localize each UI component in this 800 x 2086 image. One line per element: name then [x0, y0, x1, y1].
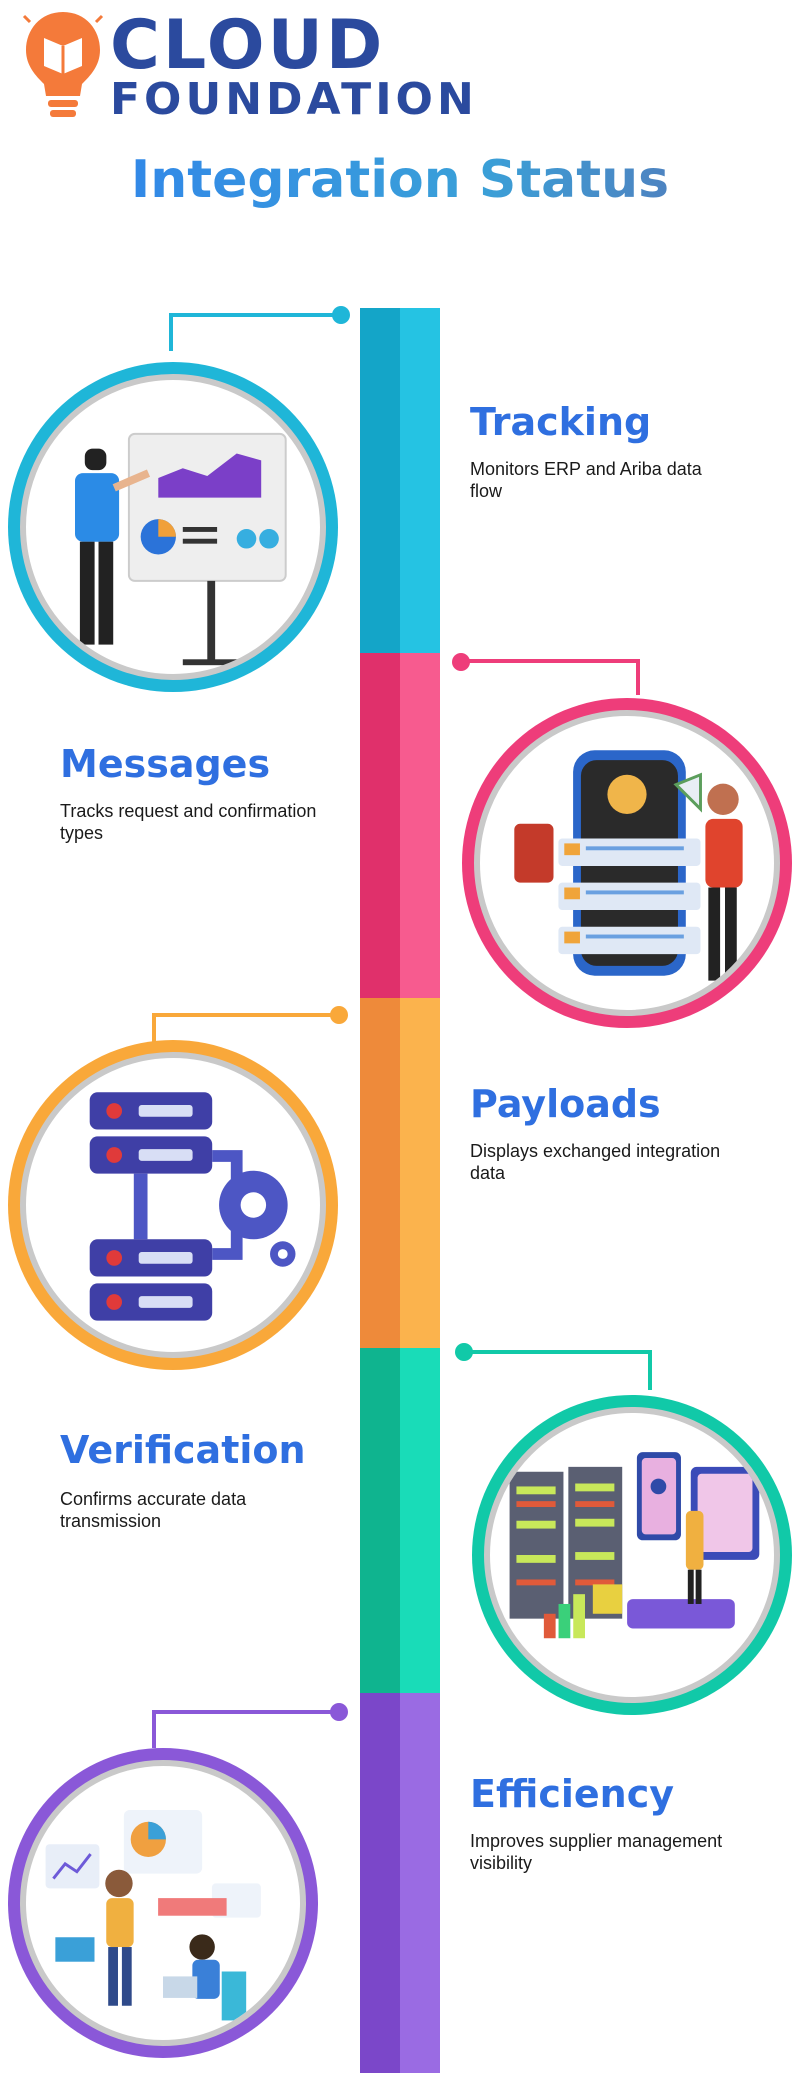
step-desc-efficiency: Improves supplier management visibility	[470, 1831, 723, 1873]
page-title: Integration Status	[0, 150, 800, 210]
verification-illustration	[472, 1395, 792, 1715]
efficiency-illustration	[8, 1748, 318, 2058]
presentation-chart-icon	[75, 432, 287, 666]
timeline-segment-messages	[360, 653, 440, 1008]
payloads-connector-dot	[330, 1006, 348, 1024]
efficiency-connector	[152, 1710, 338, 1748]
tracking-connector	[169, 313, 346, 351]
step-desc-tracking: Monitors ERP and Ariba data flow	[470, 459, 702, 501]
timeline-segment-payloads	[360, 998, 440, 1353]
step-title-efficiency: Efficiency	[470, 1772, 675, 1816]
timeline-bar	[360, 308, 440, 2073]
data-center-icon	[509, 1452, 760, 1639]
step-desc-messages: Tracks request and confirmation types	[60, 801, 317, 843]
verification-connector-dot	[455, 1343, 473, 1361]
step-title-payloads: Payloads	[470, 1082, 661, 1126]
tracking-connector-dot	[332, 306, 350, 324]
step-title-messages: Messages	[60, 742, 271, 786]
messages-connector	[460, 659, 640, 695]
brand-name-line2: FOUNDATION	[110, 74, 478, 125]
step-desc-payloads: Displays exchanged integration data	[470, 1141, 721, 1183]
step-title-verification: Verification	[60, 1428, 306, 1472]
step-desc-verification: Confirms accurate data transmission	[60, 1489, 247, 1531]
server-gear-icon	[89, 1092, 296, 1321]
messages-connector-dot	[452, 653, 470, 671]
timeline-segment-verification	[360, 1348, 440, 1703]
tracking-illustration	[8, 362, 338, 692]
payloads-connector	[152, 1013, 338, 1051]
timeline-segment-efficiency	[360, 1693, 440, 2073]
timeline-segment-tracking	[360, 308, 440, 663]
payloads-illustration	[8, 1040, 338, 1370]
brand-logo: CLOUD FOUNDATION	[22, 6, 474, 125]
step-title-tracking: Tracking	[470, 400, 652, 444]
verification-connector	[463, 1350, 652, 1390]
brand-name-line1: CLOUD	[110, 6, 386, 85]
team-dashboard-icon	[45, 1810, 261, 2021]
efficiency-connector-dot	[330, 1703, 348, 1721]
phone-notifications-icon	[514, 750, 743, 981]
lightbulb-book-icon	[22, 8, 104, 117]
messages-illustration	[462, 698, 792, 1028]
